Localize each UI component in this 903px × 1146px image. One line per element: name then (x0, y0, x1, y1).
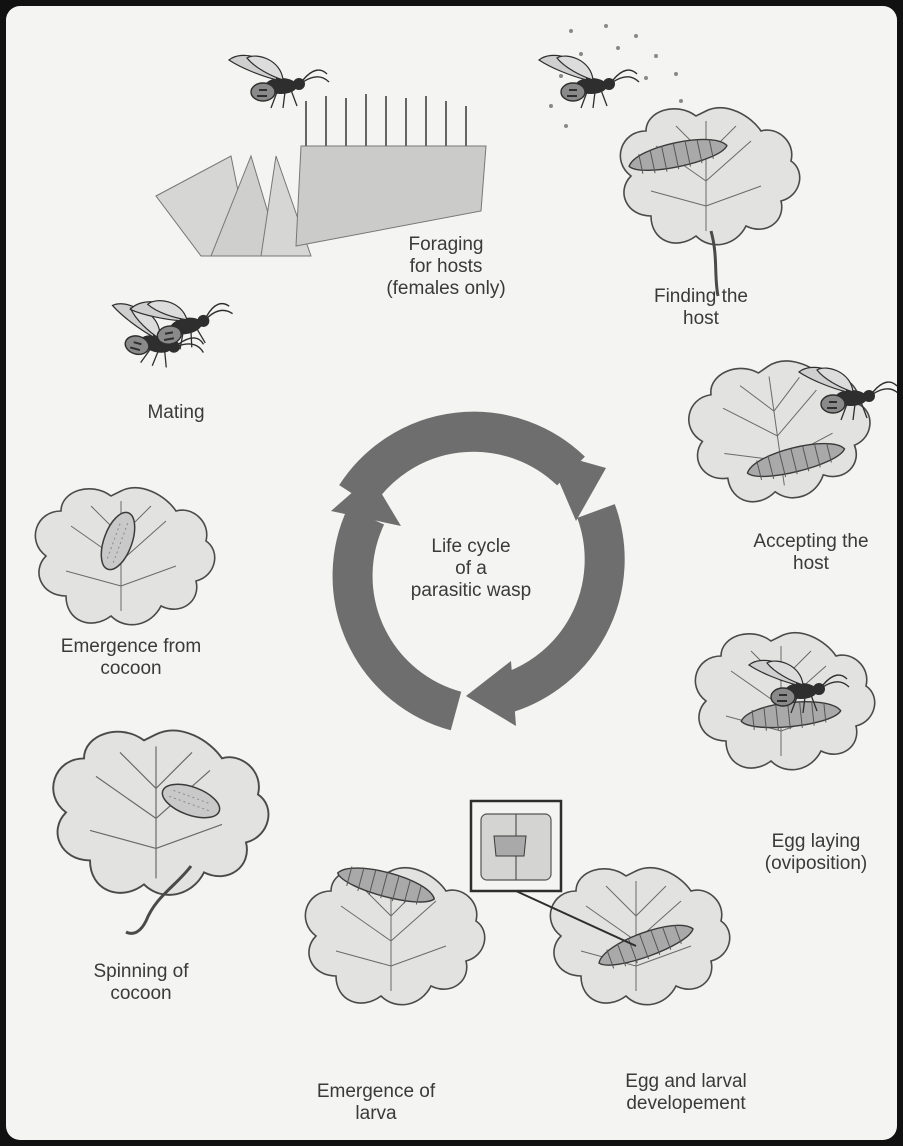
cycle-center-label: Life cycle of a parasitic wasp (386, 536, 556, 602)
cycle-arrow-top (356, 432, 606, 521)
foraging-wasp-icon (229, 55, 329, 108)
finding-host-wasp-icon (539, 55, 639, 108)
label-mating: Mating (126, 402, 226, 424)
label-accepting-host: Accepting the host (731, 531, 891, 575)
accepting-host-leaf-icon (682, 350, 879, 511)
label-emergence-larva: Emergence of larva (301, 1081, 451, 1125)
label-spinning: Spinning of cocoon (66, 961, 216, 1005)
label-egg-larval: Egg and larval developement (601, 1071, 771, 1115)
label-finding-host: Finding the host (631, 286, 771, 330)
label-emergence-cocoon: Emergence from cocoon (36, 636, 226, 680)
diagram-frame: Life cycle of a parasitic wasp Foraging … (6, 6, 897, 1140)
finding-host-leaf-icon (620, 108, 799, 245)
label-egg-laying: Egg laying (oviposition) (741, 831, 891, 875)
spinning-leaf-icon (53, 731, 268, 895)
label-foraging: Foraging for hosts (females only) (361, 234, 531, 300)
field-crop-rows-illustration (156, 94, 486, 256)
